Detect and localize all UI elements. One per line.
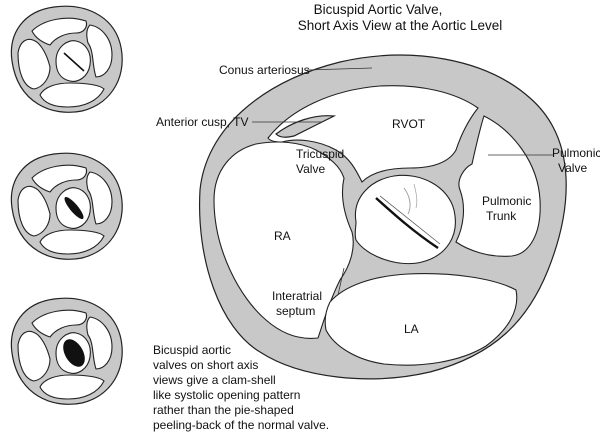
label-rvot: RVOT (392, 117, 426, 131)
caption-line-4: like systolic opening pattern (153, 388, 300, 402)
thumbnail-partial-opening (11, 153, 122, 259)
caption-line-6: peeling-back of the normal valve. (153, 418, 329, 432)
label-pulmonic-valve-2: Valve (558, 161, 587, 175)
caption-line-3: views give a clam-shell (153, 373, 276, 387)
label-pulmonic-trunk-2: Trunk (486, 209, 517, 223)
aortic-root (355, 175, 455, 263)
label-pulmonic-valve-1: Pulmonic (552, 146, 600, 160)
label-interatrial-1: Interatrial (272, 289, 322, 303)
label-interatrial-2: septum (276, 304, 315, 318)
label-pulmonic-trunk-1: Pulmonic (482, 194, 531, 208)
title-line1: Bicuspid Aortic Valve, (314, 2, 443, 17)
caption-line-5: rather than the pie-shaped (153, 403, 294, 417)
label-tricuspid-2: Valve (296, 162, 325, 176)
caption-line-2: valves on short axis (153, 358, 258, 372)
thumbnail-closed-valve (11, 6, 122, 112)
label-conus: Conus arteriosus (219, 63, 310, 77)
caption-line-1: Bicuspid aortic (153, 343, 231, 357)
thumbnail-full-opening (11, 298, 122, 404)
label-tricuspid-1: Tricuspid (296, 147, 344, 161)
la-chamber (325, 274, 517, 366)
label-anterior-cusp: Anterior cusp, TV (156, 115, 248, 129)
label-la: LA (404, 322, 419, 336)
title-line2: Short Axis View at the Aortic Level (298, 18, 503, 33)
label-ra: RA (274, 229, 291, 243)
